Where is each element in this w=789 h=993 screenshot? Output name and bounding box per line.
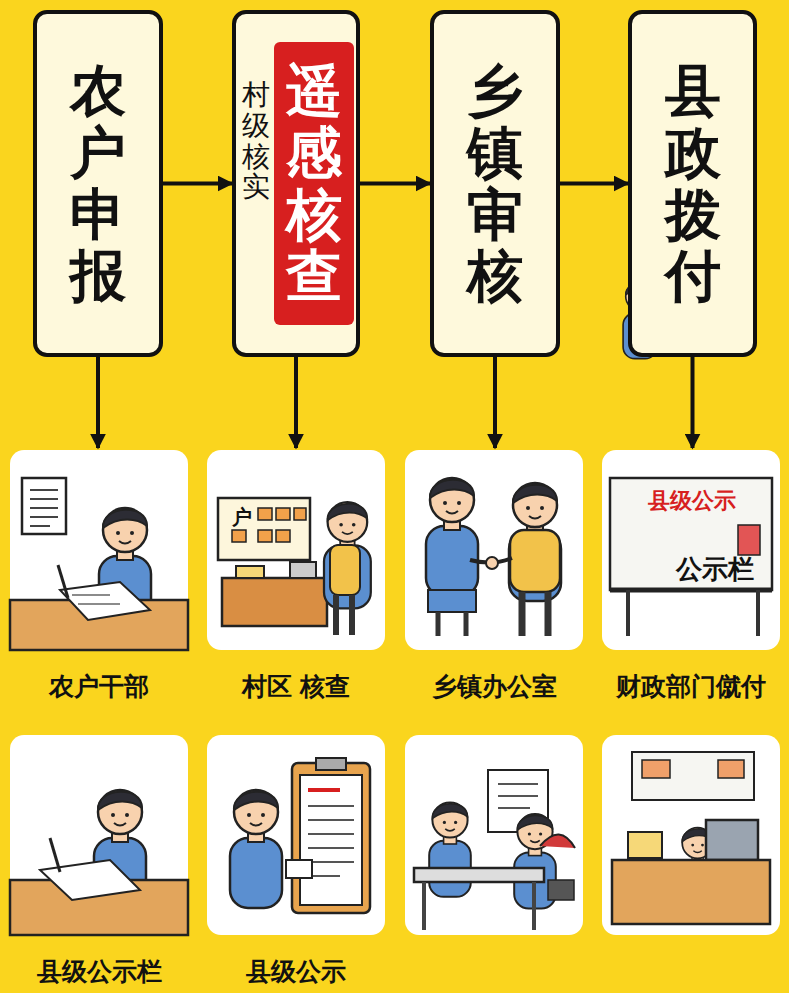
board-label: 公示栏 <box>676 552 754 587</box>
card-caption: 农户干部 <box>0 670 200 703</box>
illustration-card: 乡镇办公室 <box>405 450 583 650</box>
illustration-card: 农户干部 <box>10 450 188 650</box>
illustration-card: 财政部门僦付 <box>602 450 780 650</box>
board-title: 县级公示 <box>648 486 736 516</box>
flow-arrow <box>96 357 100 448</box>
illustration-card: 县级公示栏 <box>10 735 188 935</box>
process-box: 乡镇审核 <box>430 10 560 357</box>
process-box: 县政拨付 <box>628 10 757 357</box>
card-caption: 村区 核查 <box>195 670 397 703</box>
highlight-box: 遥感核查 <box>274 42 354 325</box>
flow-arrow <box>691 357 695 448</box>
flow-arrow <box>294 357 298 448</box>
step-label: 遥感核查 <box>286 60 342 306</box>
process-box: 农户申报 <box>33 10 163 357</box>
card-caption: 县级公示 <box>195 955 397 988</box>
card-caption: 财政部门僦付 <box>590 670 789 703</box>
flow-arrow <box>493 357 497 448</box>
card-caption: 乡镇办公室 <box>393 670 595 703</box>
process-box: 村级核实遥感核查 <box>232 10 360 357</box>
step-label: 乡镇审核 <box>467 60 523 306</box>
flow-arrow <box>360 182 430 186</box>
illustration-card: 县级公示 <box>207 735 385 935</box>
step-label: 县政拨付 <box>665 60 721 306</box>
board-label: 户 <box>232 504 252 531</box>
card-caption: 县级公示栏 <box>0 955 200 988</box>
side-label: 村级核实 <box>242 80 270 203</box>
step-label: 农户申报 <box>70 60 126 306</box>
illustration-card: 村区 核查 <box>207 450 385 650</box>
flow-arrow <box>560 182 628 186</box>
flow-arrow <box>163 182 232 186</box>
